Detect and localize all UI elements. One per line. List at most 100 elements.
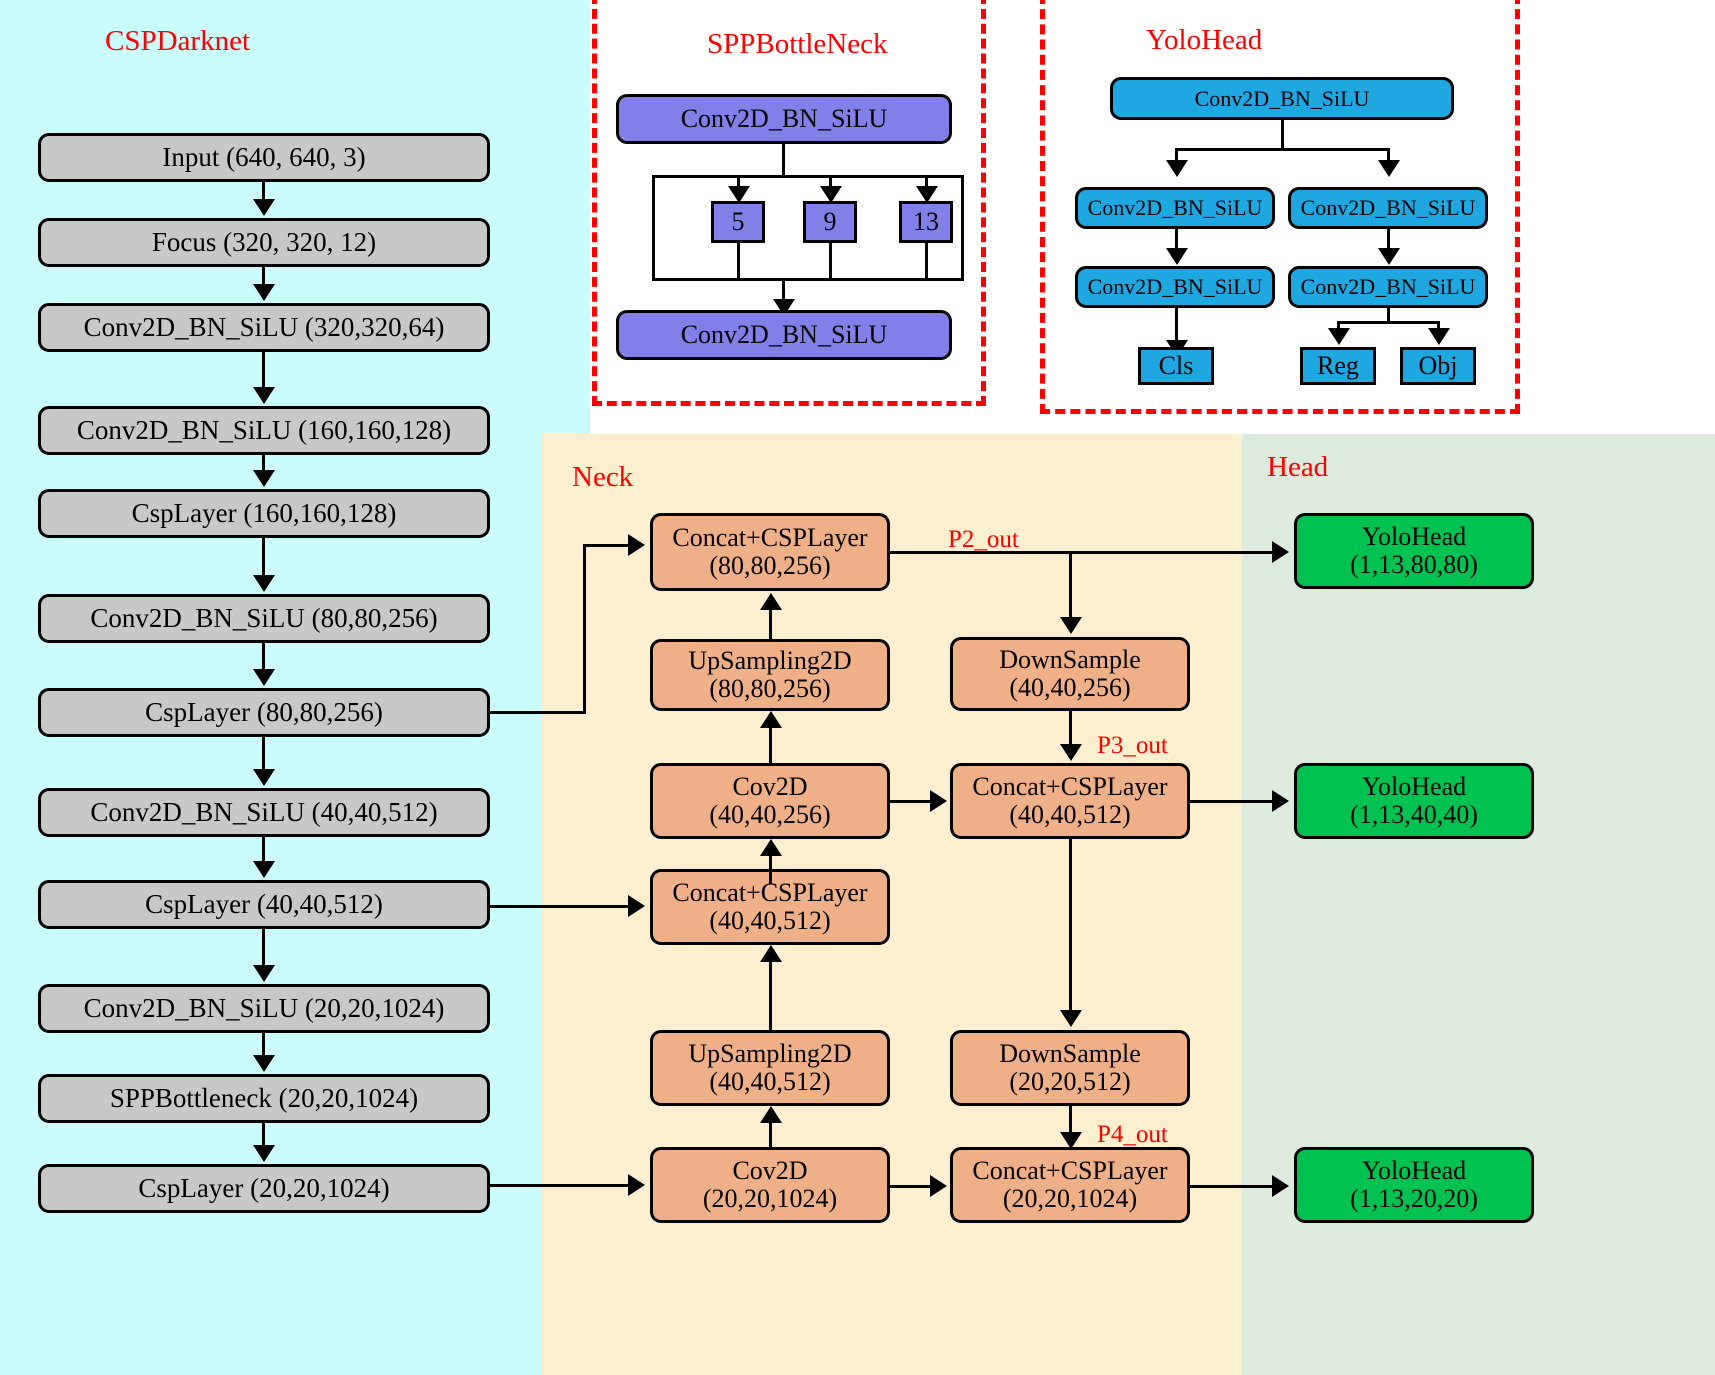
node-yolohead-80[interactable]: YoloHead (1,13,80,80) [1294,513,1534,589]
edge-yh-cls-out [1175,308,1178,342]
edge-conv5-spp [262,1033,265,1057]
yh-reg-split-stem [1387,308,1390,323]
arrowhead-cov20-up40 [760,1106,782,1123]
arrowhead-concat80-in [628,534,645,556]
spp-branch-5-in [737,175,740,188]
node-yolohead-40[interactable]: YoloHead (1,13,40,40) [1294,763,1534,839]
spp-bypass-left [652,175,655,281]
arrowhead-concat40a-in [628,895,645,917]
edge-cov40-concat40b [890,800,932,803]
yh-stem-conv[interactable]: Conv2D_BN_SiLU [1110,77,1454,120]
arrowhead-yh-cls-1 [1166,160,1188,177]
arrowhead-cov40-concat40b [930,790,947,812]
edge-csp2-riser [583,544,586,714]
edge-label-p4-out: P4_out [1097,1121,1168,1148]
arrowhead-spp-9 [820,186,842,203]
arrowhead-ds40-concat40b [1060,744,1082,761]
node-conv4[interactable]: Conv2D_BN_SiLU (40,40,512) [38,788,490,837]
yh-reg-conv-2[interactable]: Conv2D_BN_SiLU [1288,266,1488,308]
node-concat-csp-80[interactable]: Concat+CSPLayer (80,80,256) [650,513,890,591]
arrowhead-p3out-head [1272,790,1289,812]
spp-bypass-right [961,175,964,281]
spp-bottom-conv[interactable]: Conv2D_BN_SiLU [616,310,952,360]
edge-input-focus [262,182,265,202]
region-title-neck: Neck [572,461,634,493]
arrowhead-up80-concat80 [760,593,782,610]
arrowhead-spp-csp4 [253,1145,275,1162]
spp-top-conv[interactable]: Conv2D_BN_SiLU [616,94,952,144]
edge-csp2-into-concat80 [583,544,630,547]
arrowhead-spp-5 [728,186,750,203]
node-conv5[interactable]: Conv2D_BN_SiLU (20,20,1024) [38,984,490,1033]
edge-conv4-csp3 [262,837,265,863]
region-title-head: Head [1267,451,1329,483]
node-conv2[interactable]: Conv2D_BN_SiLU (160,160,128) [38,406,490,455]
yh-stem-line [1281,120,1284,150]
yh-output-cls[interactable]: Cls [1138,347,1214,385]
arrowhead-conv5-spp [253,1055,275,1072]
spp-pool-13[interactable]: 13 [899,201,953,243]
edge-csp3-out [490,905,630,908]
node-cov2d-20[interactable]: Cov2D (20,20,1024) [650,1147,890,1223]
node-upsample-80[interactable]: UpSampling2D (80,80,256) [650,639,890,711]
spp-stem-line [782,144,785,176]
node-concat-csp-40b[interactable]: Concat+CSPLayer (40,40,512) [950,763,1190,839]
node-csp4[interactable]: CspLayer (20,20,1024) [38,1164,490,1213]
edge-focus-conv1 [262,267,265,287]
node-downsample-20[interactable]: DownSample (20,20,512) [950,1030,1190,1106]
edge-cov40-up80 [769,726,772,763]
arrowhead-p4out-head [1272,1175,1289,1197]
node-csp1[interactable]: CspLayer (160,160,128) [38,489,490,538]
spp-branch-13-in [925,175,928,188]
edge-p4out-to-head [1190,1185,1274,1188]
yh-cls-conv-1[interactable]: Conv2D_BN_SiLU [1075,187,1275,229]
edge-p2out-to-head [890,551,1274,554]
yh-reg-conv-1[interactable]: Conv2D_BN_SiLU [1288,187,1488,229]
node-downsample-40[interactable]: DownSample (40,40,256) [950,637,1190,711]
arrowhead-p2out-head [1272,541,1289,563]
spp-branch-9-in [829,175,832,188]
spp-pool-5[interactable]: 5 [711,201,765,243]
spp-merge-stem [782,278,785,301]
node-concat-csp-20[interactable]: Concat+CSPLayer (20,20,1024) [950,1147,1190,1223]
spp-branch-9-out [829,243,832,279]
node-conv1[interactable]: Conv2D_BN_SiLU (320,320,64) [38,303,490,352]
edge-p3out-down [1069,839,1072,1012]
arrowhead-p2out-down [1060,617,1082,634]
spp-pool-9[interactable]: 9 [803,201,857,243]
node-conv3[interactable]: Conv2D_BN_SiLU (80,80,256) [38,594,490,643]
edge-label-p2-out: P2_out [948,526,1019,553]
edge-cov20-up40 [769,1121,772,1147]
panel-title-yolohead: YoloHead [1146,24,1263,56]
yh-cls-conv-2[interactable]: Conv2D_BN_SiLU [1075,266,1275,308]
arrowhead-spp-13 [916,186,938,203]
arrowhead-p3out-down [1060,1010,1082,1027]
node-csp3[interactable]: CspLayer (40,40,512) [38,880,490,929]
edge-csp4-out [490,1184,630,1187]
arrowhead-conv1-conv2 [253,387,275,404]
panel-title-spp: SPPBottleNeck [707,28,888,60]
arrowhead-cov40-up80 [760,711,782,728]
edge-yh-cls-1-2 [1175,229,1178,250]
node-upsample-40[interactable]: UpSampling2D (40,40,512) [650,1030,890,1106]
edge-ds40-concat40b [1069,711,1072,746]
arrowhead-csp3-conv5 [253,965,275,982]
node-csp2[interactable]: CspLayer (80,80,256) [38,688,490,737]
region-title-backbone: CSPDarknet [105,25,250,57]
node-focus[interactable]: Focus (320, 320, 12) [38,218,490,267]
edge-p2out-down [1069,551,1072,619]
region-neck [542,434,1242,1375]
yh-output-obj[interactable]: Obj [1400,347,1476,385]
edge-csp2-conv4 [262,737,265,771]
edge-up80-concat80 [769,608,772,639]
edge-csp2-out [490,711,585,714]
edge-label-p3-out: P3_out [1097,732,1168,759]
node-yolohead-20[interactable]: YoloHead (1,13,20,20) [1294,1147,1534,1223]
yh-obj-leg [1437,321,1440,330]
node-input[interactable]: Input (640, 640, 3) [38,133,490,182]
node-sppbottleneck[interactable]: SPPBottleneck (20,20,1024) [38,1074,490,1123]
arrowhead-conv2-csp1 [253,470,275,487]
yh-output-reg[interactable]: Reg [1300,347,1376,385]
node-cov2d-40[interactable]: Cov2D (40,40,256) [650,763,890,839]
edge-up40-concat40a [769,960,772,1030]
